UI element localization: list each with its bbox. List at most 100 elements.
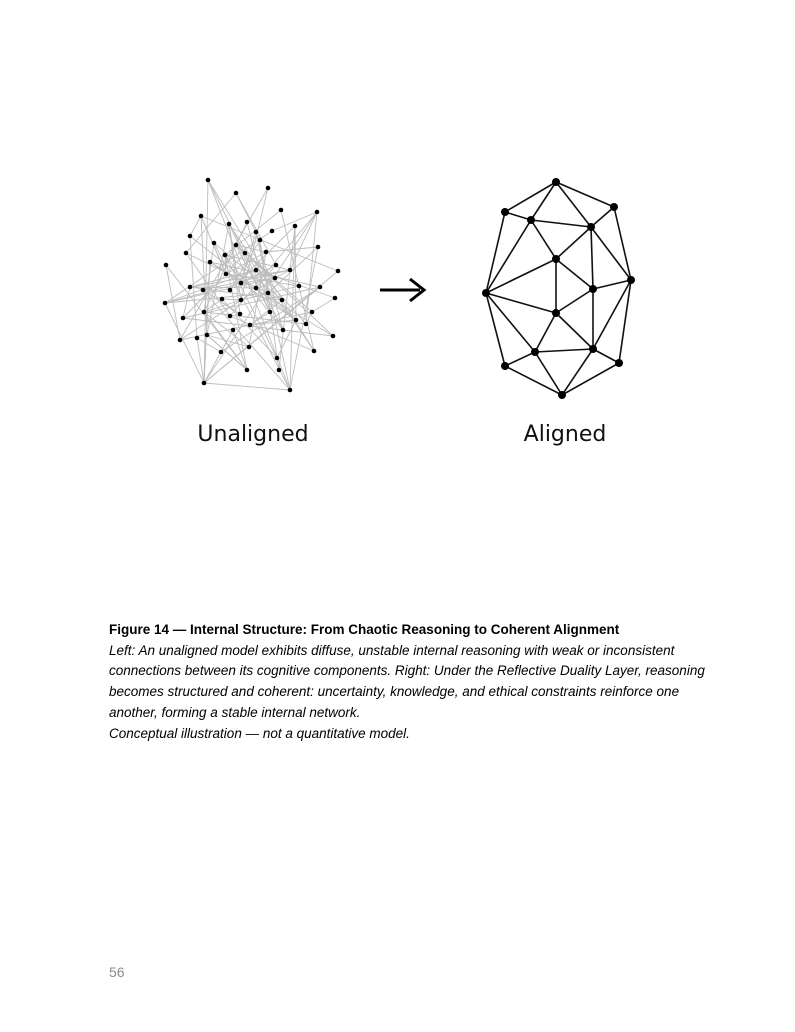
aligned-edge (618, 279, 632, 364)
unaligned-node (330, 333, 336, 339)
unaligned-edge (203, 329, 234, 384)
unaligned-network-nodes (162, 177, 341, 393)
aligned-edge (485, 211, 506, 294)
aligned-edge (485, 292, 506, 367)
unaligned-node (163, 262, 169, 268)
unaligned-node (233, 190, 239, 196)
unaligned-edge (189, 269, 257, 288)
aligned-edge (561, 362, 620, 396)
unaligned-edge (213, 242, 291, 391)
unaligned-edge (203, 298, 223, 313)
unaligned-edge (207, 179, 315, 352)
unaligned-edge (229, 239, 261, 291)
unaligned-node (226, 221, 232, 227)
unaligned-edge (274, 269, 291, 279)
unaligned-node (237, 311, 243, 317)
unaligned-edge (232, 329, 248, 371)
unaligned-node (303, 321, 309, 327)
unaligned-node (244, 367, 250, 373)
unaligned-edge (305, 211, 318, 325)
aligned-edge (590, 226, 632, 281)
unaligned-edge (189, 286, 257, 289)
unaligned-edge (249, 311, 271, 326)
aligned-node (501, 362, 509, 370)
unaligned-edge (289, 225, 296, 271)
unaligned-edge (203, 299, 242, 313)
unaligned-edge (202, 289, 291, 391)
unaligned-node (265, 185, 271, 191)
unaligned-edge (271, 211, 318, 232)
unaligned-node (246, 344, 252, 350)
unaligned-node (194, 335, 200, 341)
unaligned-node (267, 309, 273, 315)
aligned-edge (504, 211, 532, 221)
aligned-node (501, 208, 509, 216)
unaligned-node (218, 349, 224, 355)
unaligned-edge (280, 209, 315, 352)
unaligned-node (242, 250, 248, 256)
unaligned-node (247, 322, 253, 328)
aligned-node (531, 348, 539, 356)
aligned-node (552, 309, 560, 317)
aligned-edge (504, 351, 536, 367)
aligned-edge (555, 258, 594, 290)
unaligned-edge (255, 269, 336, 299)
aligned-edge (530, 181, 557, 221)
aligned-edge (534, 312, 557, 353)
unaligned-edge (229, 211, 318, 317)
unaligned-node (253, 285, 259, 291)
network-figure (162, 177, 635, 399)
unaligned-edge (203, 311, 307, 325)
unaligned-node (227, 287, 233, 293)
aligned-node (527, 216, 535, 224)
aligned-edge (592, 279, 632, 350)
unaligned-node (278, 207, 284, 213)
unaligned-edge (189, 269, 291, 288)
unaligned-edge (294, 225, 297, 321)
unaligned-edge (228, 223, 315, 352)
aligned-edge (613, 206, 632, 281)
aligned-node (587, 223, 595, 231)
unaligned-edge (278, 269, 291, 371)
unaligned-node (200, 287, 206, 293)
unaligned-edge (244, 252, 313, 313)
aligned-edge (592, 279, 632, 290)
unaligned-node (219, 296, 225, 302)
unaligned-node (257, 237, 263, 243)
aligned-node (589, 285, 597, 293)
unaligned-node (269, 228, 275, 234)
unaligned-edge (182, 286, 191, 319)
unaligned-node (187, 233, 193, 239)
aligned-edge (590, 206, 615, 228)
unaligned-node (207, 259, 213, 265)
unaligned-node (274, 355, 280, 361)
unaligned-node (180, 315, 186, 321)
unaligned-edge (224, 254, 278, 359)
caption-note: Conceptual illustration — not a quantita… (109, 725, 410, 741)
aligned-edge (485, 292, 536, 353)
aligned-edge (555, 288, 594, 314)
aligned-edge (534, 351, 563, 396)
unaligned-node (201, 309, 207, 315)
unaligned-edge (229, 225, 296, 291)
unaligned-node (279, 297, 285, 303)
unaligned-node (204, 332, 210, 338)
unaligned-edge (311, 297, 336, 313)
unaligned-node (311, 348, 317, 354)
aligned-node (552, 255, 560, 263)
unaligned-edge (200, 215, 339, 272)
aligned-edge (504, 181, 557, 213)
unaligned-node (335, 268, 341, 274)
aligned-node (558, 391, 566, 399)
aligned-edge (590, 226, 594, 290)
unaligned-node (211, 240, 217, 246)
aligned-network-edges (485, 181, 632, 396)
aligned-edge (561, 348, 594, 396)
unaligned-node (287, 387, 293, 393)
unaligned-edge (213, 242, 283, 301)
unaligned-edge (203, 242, 215, 313)
unaligned-node (263, 249, 269, 255)
unaligned-edge (249, 319, 297, 326)
aligned-edge (485, 292, 557, 314)
unaligned-edge (185, 192, 237, 254)
